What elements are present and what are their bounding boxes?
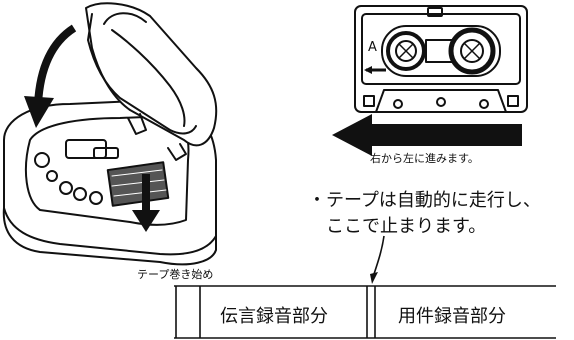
inserted-cassette (106, 161, 170, 207)
stop-position-pointer (370, 235, 385, 284)
insert-down-arrow (132, 174, 160, 232)
close-lid-curved-arrow (24, 24, 77, 128)
auto-stop-note-line1: ・テープは自動的に走行し、 (308, 190, 541, 211)
message-recording-section-label: 伝言録音部分 (220, 306, 328, 327)
cassette-side-label: A (368, 40, 377, 55)
cassette-tape-illustration (354, 5, 528, 113)
tape-direction-arrow (332, 114, 522, 156)
business-recording-section-label: 用件録音部分 (398, 306, 506, 327)
auto-stop-note-line2: ここで止まります。 (326, 216, 487, 237)
answering-machine-illustration (2, 2, 218, 266)
tape-strip (174, 285, 556, 339)
tape-start-label: テープ巻き始め (137, 268, 214, 281)
opened-lid (85, 2, 218, 161)
direction-caption: 右から左に進みます。 (370, 152, 479, 165)
